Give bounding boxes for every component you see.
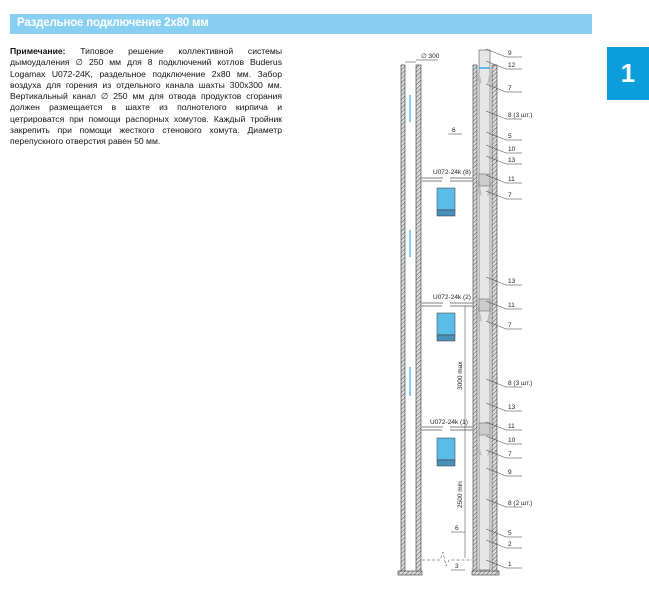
callout-label: 11: [508, 302, 515, 309]
callout-leader: [485, 131, 507, 141]
callout-label: 11: [508, 423, 515, 430]
callout-leader: [485, 378, 507, 388]
callout-label: 5: [508, 133, 512, 140]
callout-leader: [485, 300, 507, 310]
callout-leader: [485, 144, 507, 154]
note-text: Типовое решение коллективной системы дым…: [10, 46, 282, 147]
dimension-min: 2500 min: [457, 481, 464, 508]
air-shaft: [397, 59, 438, 576]
dimension-max: 3000 max: [457, 361, 464, 390]
callout-label: 2: [508, 541, 512, 548]
callout-leader: [485, 435, 507, 445]
boiler-units: [421, 177, 473, 467]
callout-leader: [485, 110, 507, 120]
callout-label: 7: [508, 322, 512, 329]
callout-leader: [485, 276, 507, 286]
callout-label: 13: [508, 404, 516, 411]
note-paragraph: Примечание: Типовое решение коллективной…: [10, 46, 282, 148]
boiler-label: U072-24k (1): [430, 419, 468, 426]
callout-label: 12: [508, 62, 516, 69]
boiler: [421, 302, 473, 342]
callout-leader: [485, 467, 507, 477]
callout-label: 8 (3 шт.): [508, 112, 532, 119]
callout-label: 11: [508, 176, 515, 183]
callout-leader: [485, 155, 507, 165]
callout-label: 7: [508, 85, 512, 92]
callout-label: 5: [508, 530, 512, 537]
callout-label: 1: [508, 561, 512, 568]
note-label: Примечание:: [10, 46, 66, 56]
boiler: [421, 426, 473, 467]
callout-leader: [485, 421, 507, 431]
callout-label: 7: [508, 451, 512, 458]
callout-label: 7: [508, 192, 512, 199]
callout-leader: [485, 528, 507, 538]
callout-label: 6: [452, 127, 456, 134]
callout-leader: [485, 83, 507, 93]
callout-label: 13: [508, 278, 516, 285]
chapter-badge: 1: [607, 47, 649, 100]
callout-leader: [485, 539, 507, 549]
section-title-bar: Раздельное подключение 2x80 мм: [10, 14, 592, 34]
callout-leader: [485, 449, 507, 459]
section-title: Раздельное подключение 2x80 мм: [17, 17, 209, 29]
callout-label: 8 (3 шт.): [508, 380, 532, 387]
boiler-label: U072-24k (2): [433, 294, 471, 301]
flue-shaft: [471, 49, 500, 576]
callout-label: 10: [508, 146, 516, 153]
callout-leader: [485, 498, 507, 508]
callout-label: 3: [455, 563, 459, 570]
callout-label: 10: [508, 437, 516, 444]
callout-label: 9: [508, 50, 512, 57]
callout-label: 9: [508, 469, 512, 476]
callout-leader: [485, 320, 507, 330]
callout-leader: [485, 174, 507, 184]
callout-leader: [485, 60, 507, 70]
callout-label: 13: [508, 157, 516, 164]
callout-label: 6: [455, 525, 459, 532]
callout-label: 8 (2 шт.): [508, 500, 532, 507]
callout-leader: [485, 559, 507, 569]
boiler-label: U072-24k (8): [433, 169, 471, 176]
callout-leader: [485, 48, 507, 58]
callout-leader: [485, 402, 507, 412]
shaft-dimension: ∅ 300: [421, 53, 440, 60]
callout-leader: [485, 190, 507, 200]
boiler: [421, 177, 473, 217]
